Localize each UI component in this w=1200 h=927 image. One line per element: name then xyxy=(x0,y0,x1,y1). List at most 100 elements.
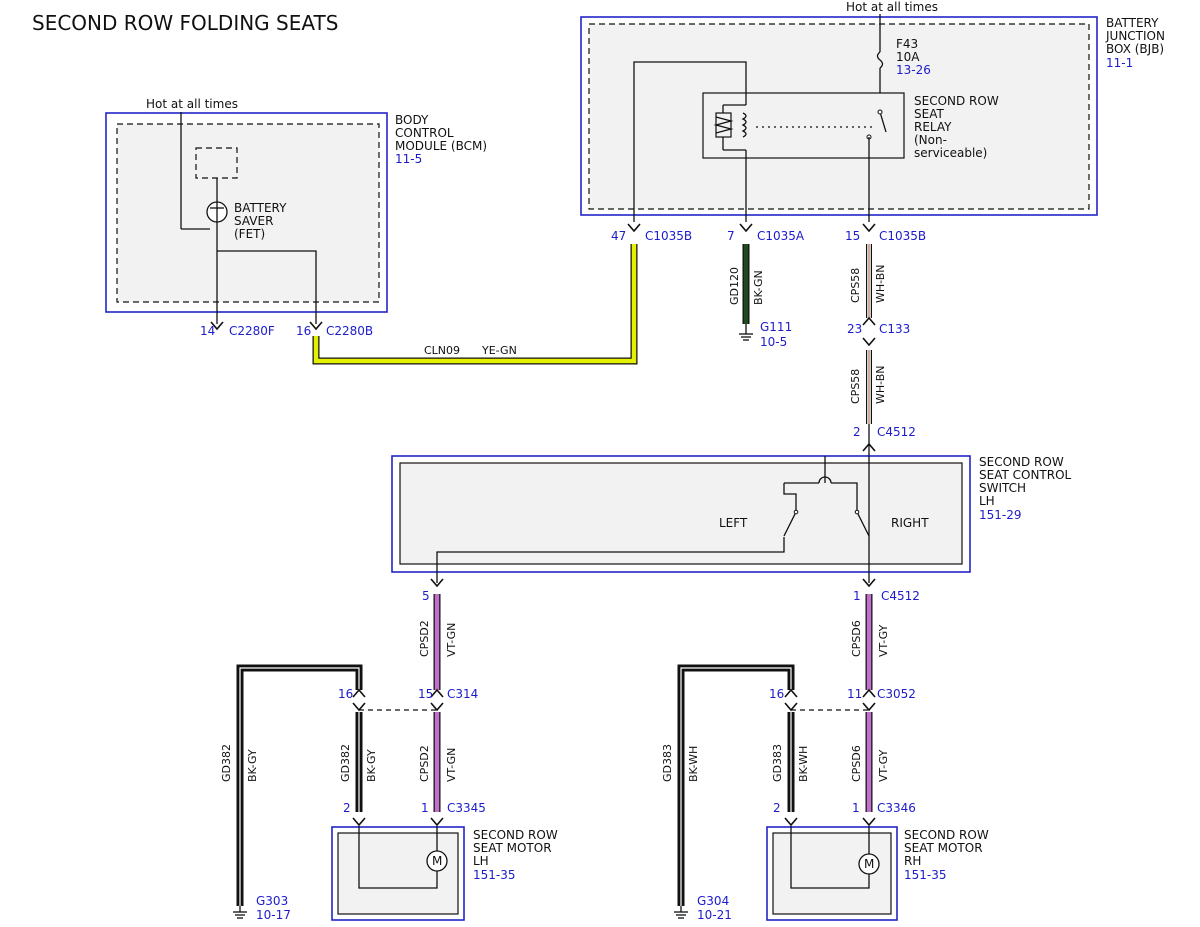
switch-outer-box xyxy=(391,455,971,573)
relay-label-line-4: (Non- xyxy=(914,133,947,147)
cps58-a-color: WH-BN xyxy=(874,265,887,304)
ground-g304-icon xyxy=(674,906,688,919)
cps58-b-circuit: CPS58 xyxy=(849,369,862,404)
cpsd6-a-color: VT-GY xyxy=(877,624,890,657)
g304-name: G304 xyxy=(697,894,729,908)
gd382-b-circuit: GD382 xyxy=(339,744,352,782)
c2280b-name: C2280B xyxy=(326,324,373,338)
fuse-name: F43 xyxy=(896,37,918,51)
motor-lh-symbol: M xyxy=(432,854,442,868)
c133-pin: 23 xyxy=(847,322,862,336)
relay-label-line-2: SEAT xyxy=(914,107,944,121)
motor-rh-ref: 151-35 xyxy=(904,868,947,882)
fuse-rating: 10A xyxy=(896,50,920,64)
switch-name-line-4: LH xyxy=(979,494,995,508)
c1035b-47-name: C1035B xyxy=(645,229,692,243)
c314-15-arrow-up-icon xyxy=(430,688,444,698)
battery-saver-line-3: (FET) xyxy=(234,227,265,241)
c3052-16-arrow-up-icon xyxy=(784,688,798,698)
relay-switch-contact xyxy=(879,111,887,133)
battery-saver-line-1: BATTERY xyxy=(234,201,287,215)
bcm-name-line-1: BODY xyxy=(395,113,429,127)
c1035a-7-name: C1035A xyxy=(757,229,805,243)
cpsd2-b-color: VT-GN xyxy=(445,748,458,782)
cln09-color: YE-GN xyxy=(481,344,517,357)
switch-right-label: RIGHT xyxy=(891,516,929,530)
c3345-1-name: C3345 xyxy=(447,801,486,815)
c3345-1-arrow-icon xyxy=(430,817,444,827)
c133-name: C133 xyxy=(879,322,910,336)
gd120-color: BK-GN xyxy=(752,270,765,305)
c3345-2-arrow-icon xyxy=(352,817,366,827)
bcm-ref: 11-5 xyxy=(395,152,422,166)
c133-arrow-down-icon xyxy=(862,337,876,347)
bcm-name-line-3: MODULE (BCM) xyxy=(395,139,487,153)
switch-ref: 151-29 xyxy=(979,508,1022,522)
c314-16-arrow-up-icon xyxy=(352,688,366,698)
gd382-a-color: BK-GY xyxy=(246,749,259,782)
c4512-2-name: C4512 xyxy=(877,425,916,439)
c3346-2-pin: 2 xyxy=(773,801,781,815)
bcm-name-line-2: CONTROL xyxy=(395,126,454,140)
c3346-2-arrow-icon xyxy=(784,817,798,827)
c3052-16-arrow-down-icon xyxy=(784,702,798,712)
switch-left-label: LEFT xyxy=(719,516,748,530)
motor-rh-icon xyxy=(858,853,880,875)
g111-ref: 10-5 xyxy=(760,335,787,349)
relay-label-line-3: RELAY xyxy=(914,120,952,134)
motor-lh-outer-box xyxy=(331,826,465,921)
motor-rh-name-line-1: SECOND ROW xyxy=(904,828,989,842)
c1035b-15-pin: 15 xyxy=(845,229,860,243)
c2280f-pin: 14 xyxy=(200,324,215,338)
g111-name: G111 xyxy=(760,320,792,334)
gd383-a-circuit: GD383 xyxy=(661,744,674,782)
fuse-icon xyxy=(876,51,884,69)
motor-lh-name-line-3: LH xyxy=(473,854,489,868)
c2280f-arrow-icon xyxy=(210,321,224,331)
bcm-outer-box xyxy=(105,112,388,313)
gd382-b-color: BK-GY xyxy=(365,749,378,782)
bjb-ref: 11-1 xyxy=(1106,56,1133,70)
ground-g111-icon xyxy=(739,333,753,341)
c314-15-arrow-down-icon xyxy=(430,702,444,712)
motor-lh-ref: 151-35 xyxy=(473,868,516,882)
c2280f-name: C2280F xyxy=(229,324,275,338)
bjb-name-line-3: BOX (BJB) xyxy=(1106,42,1164,56)
cpsd2-a-circuit: CPSD2 xyxy=(418,620,431,657)
gd382-a-circuit: GD382 xyxy=(220,744,233,782)
c1035b-15-name: C1035B xyxy=(879,229,926,243)
c4512-1-name: C4512 xyxy=(881,589,920,603)
c3346-1-arrow-icon xyxy=(862,817,876,827)
bjb-hot-label: Hot at all times xyxy=(846,0,938,14)
cpsd2-a-color: VT-GN xyxy=(445,623,458,657)
c3052-11-pin: 11 xyxy=(847,687,862,701)
ground-g303-icon xyxy=(233,906,247,919)
gd383-a-color: BK-WH xyxy=(687,746,700,782)
motor-lh-icon xyxy=(426,850,448,872)
gd383-b-circuit: GD383 xyxy=(771,744,784,782)
c3052-11-name: C3052 xyxy=(877,687,916,701)
switch-name-line-2: SEAT CONTROL xyxy=(979,468,1072,482)
g304-ref: 10-21 xyxy=(697,908,732,922)
switch-name-line-3: SWITCH xyxy=(979,481,1026,495)
cpsd2-b-circuit: CPSD2 xyxy=(418,745,431,782)
motor-lh-name-line-1: SECOND ROW xyxy=(473,828,558,842)
c2280b-arrow-icon xyxy=(309,321,323,331)
gd120-circuit: GD120 xyxy=(728,267,741,305)
c3052-16-pin: 16 xyxy=(769,687,784,701)
cpsd6-a-circuit: CPSD6 xyxy=(850,620,863,657)
c3346-1-pin: 1 xyxy=(852,801,860,815)
body-control-module: Hot at all times BODY CONTROL MODULE (BC… xyxy=(105,97,487,324)
g303-name: G303 xyxy=(256,894,288,908)
seat-motor-rh: M SECOND ROW SEAT MOTOR RH 151-35 xyxy=(766,826,989,921)
bjb-dashed-border xyxy=(588,23,1090,210)
c3052-11-arrow-up-icon xyxy=(862,688,876,698)
c3345-2-pin: 2 xyxy=(343,801,351,815)
battery-saver-line-2: SAVER xyxy=(234,214,273,228)
relay-label-line-5: serviceable) xyxy=(914,146,987,160)
seat-control-switch: SECOND ROW SEAT CONTROL SWITCH LH 151-29… xyxy=(391,450,1072,583)
cpsd6-b-circuit: CPSD6 xyxy=(850,745,863,782)
battery-junction-box: Hot at all times BATTERY JUNCTION BOX (B… xyxy=(580,0,1165,222)
motor-rh-name-line-3: RH xyxy=(904,854,921,868)
relay-label-line-1: SECOND ROW xyxy=(914,94,999,108)
